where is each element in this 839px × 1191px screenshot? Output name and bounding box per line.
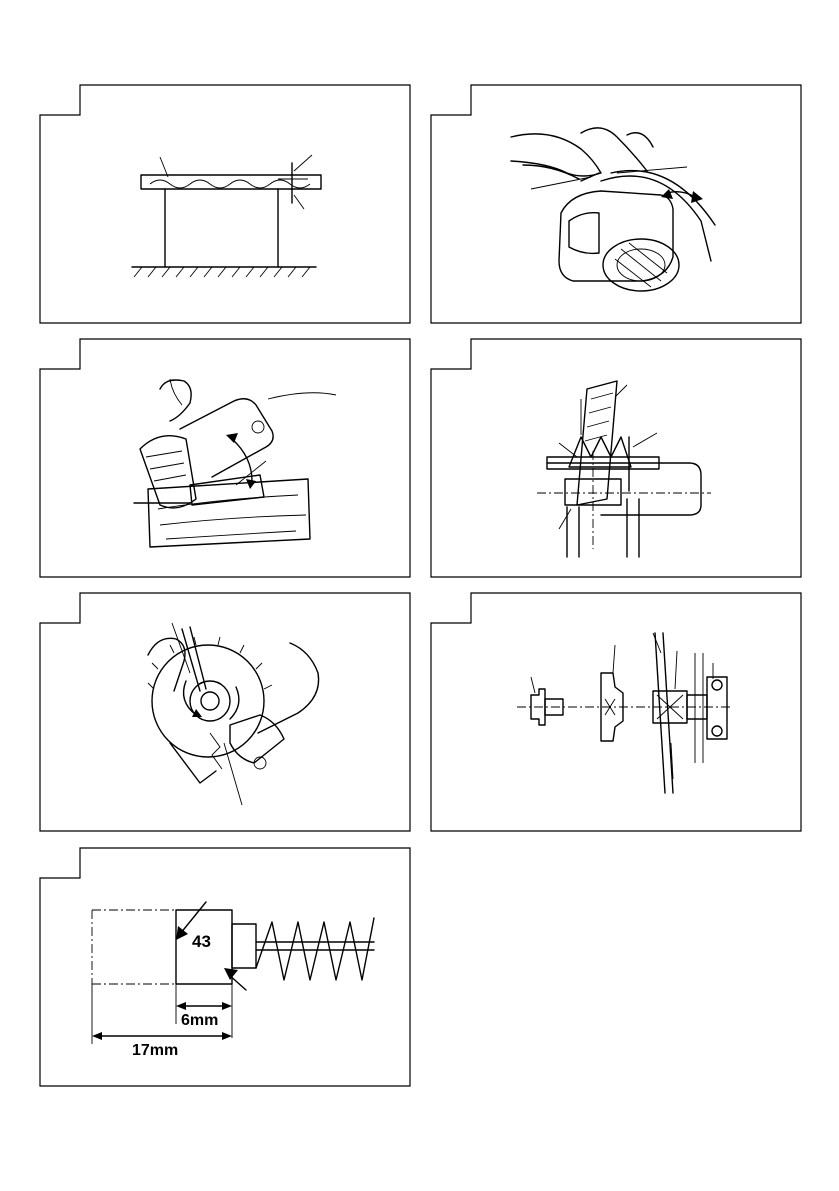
base-adjustment-illustration — [431, 85, 801, 325]
new-brush-length-dimension-label: 17mm — [132, 1042, 178, 1060]
brush-number-label: 43 — [192, 932, 211, 952]
figure-panel-6 — [431, 593, 801, 833]
figure-panel-2 — [431, 85, 801, 325]
figure-panel-4 — [431, 339, 801, 579]
blade-mounting-illustration — [431, 593, 801, 833]
figure-panel-5 — [40, 593, 410, 833]
workpiece-support-illustration — [40, 85, 410, 325]
bevel-cut-illustration — [40, 339, 410, 579]
wear-limit-dimension-label: 6mm — [181, 1012, 218, 1030]
bevel-angle-illustration — [431, 339, 801, 579]
figure-panel-7: 43 6mm 17mm — [40, 848, 410, 1088]
figure-panel-3 — [40, 339, 410, 579]
figure-panel-1 — [40, 85, 410, 325]
carbon-brush-illustration — [40, 848, 410, 1088]
blade-removal-illustration — [40, 593, 410, 833]
